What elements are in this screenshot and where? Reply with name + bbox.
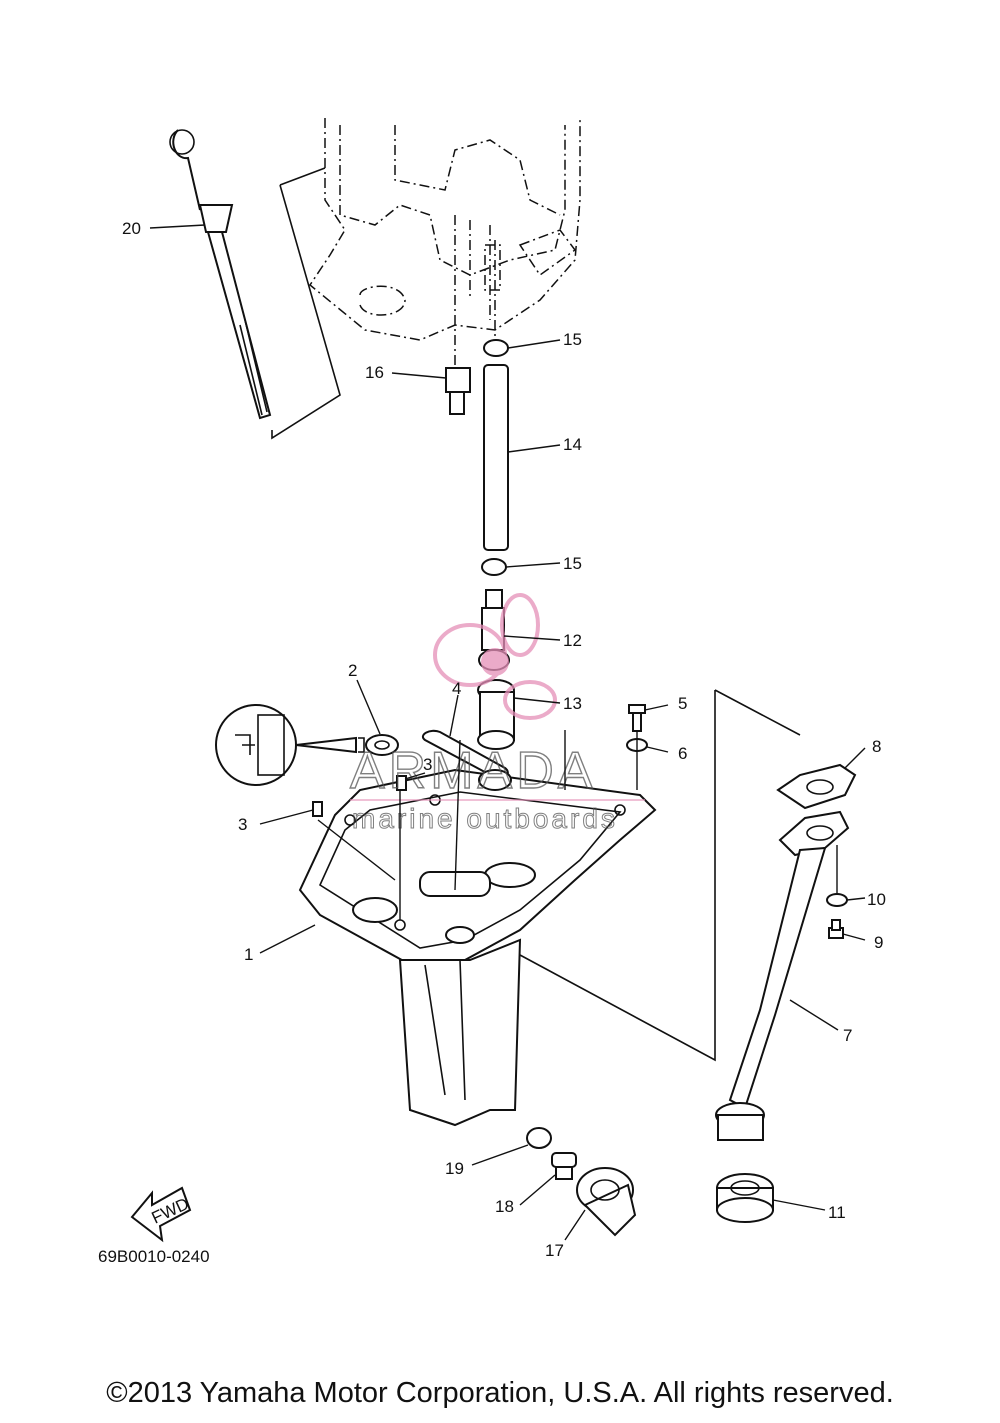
label-part-15-bottom: 15 bbox=[563, 554, 582, 573]
part-3-dowel-a bbox=[312, 801, 323, 817]
fwd-arrow-icon: FWD bbox=[130, 1186, 192, 1243]
label-part-11: 11 bbox=[828, 1203, 846, 1222]
label-part-14: 14 bbox=[563, 435, 582, 454]
label-part-20: 20 bbox=[122, 219, 141, 238]
label-part-7: 7 bbox=[843, 1026, 852, 1045]
part-2-oil-seal bbox=[365, 734, 399, 756]
label-part-13: 13 bbox=[563, 694, 582, 713]
part-13-sleeve bbox=[477, 679, 515, 750]
part-7-exhaust-pipe bbox=[715, 810, 850, 1141]
label-part-3-upper: 3 bbox=[423, 755, 432, 774]
part-15-grommet-top bbox=[483, 339, 509, 357]
label-part-3-lower: 3 bbox=[238, 815, 247, 834]
part-4-seal bbox=[478, 769, 512, 791]
label-part-2: 2 bbox=[348, 661, 357, 680]
label-part-5: 5 bbox=[678, 694, 687, 713]
part-18-gasket bbox=[526, 1127, 552, 1149]
part-16-plug bbox=[445, 367, 471, 415]
engine-block-outline bbox=[308, 118, 581, 370]
part-10-washer bbox=[826, 893, 848, 907]
leader-lines bbox=[149, 224, 866, 1241]
label-part-15-top: 15 bbox=[563, 330, 582, 349]
label-part-16: 16 bbox=[365, 363, 384, 382]
part-19-grommet bbox=[576, 1167, 637, 1237]
copyright-notice: ©2013 Yamaha Motor Corporation, U.S.A. A… bbox=[106, 1377, 894, 1409]
label-part-4: 4 bbox=[452, 679, 461, 698]
part-8-gasket bbox=[776, 763, 857, 810]
label-part-6: 6 bbox=[678, 744, 687, 763]
watermark-brand: ARMADA bbox=[350, 742, 596, 800]
part-11-grommet bbox=[716, 1173, 774, 1223]
label-part-12: 12 bbox=[563, 631, 582, 650]
part-17-drain-plug bbox=[551, 1152, 577, 1180]
armada-watermark: ARMADA marine outboards bbox=[349, 593, 645, 835]
label-part-10: 10 bbox=[867, 890, 886, 909]
propeller-logo-icon bbox=[433, 593, 557, 720]
drawing-code: 69B0010-0240 bbox=[98, 1247, 210, 1266]
label-part-18: 19 bbox=[445, 1159, 464, 1178]
part-15-grommet-bottom bbox=[481, 558, 507, 576]
watermark-tagline: marine outboards bbox=[352, 803, 618, 834]
label-part-9: 9 bbox=[874, 933, 883, 952]
part-5-bolt bbox=[628, 704, 646, 732]
bracket-upper bbox=[271, 167, 341, 440]
label-part-8: 8 bbox=[872, 737, 881, 756]
part-9-bolt bbox=[828, 919, 844, 939]
label-part-19: 17 bbox=[545, 1241, 564, 1260]
part-3-dowel-b bbox=[396, 775, 407, 791]
detail-callout bbox=[215, 704, 365, 786]
dipstick bbox=[169, 129, 272, 420]
part-14-pipe bbox=[483, 364, 509, 551]
label-part-17: 18 bbox=[495, 1197, 514, 1216]
label-part-1: 1 bbox=[244, 945, 253, 964]
bracket-right bbox=[519, 689, 801, 1062]
